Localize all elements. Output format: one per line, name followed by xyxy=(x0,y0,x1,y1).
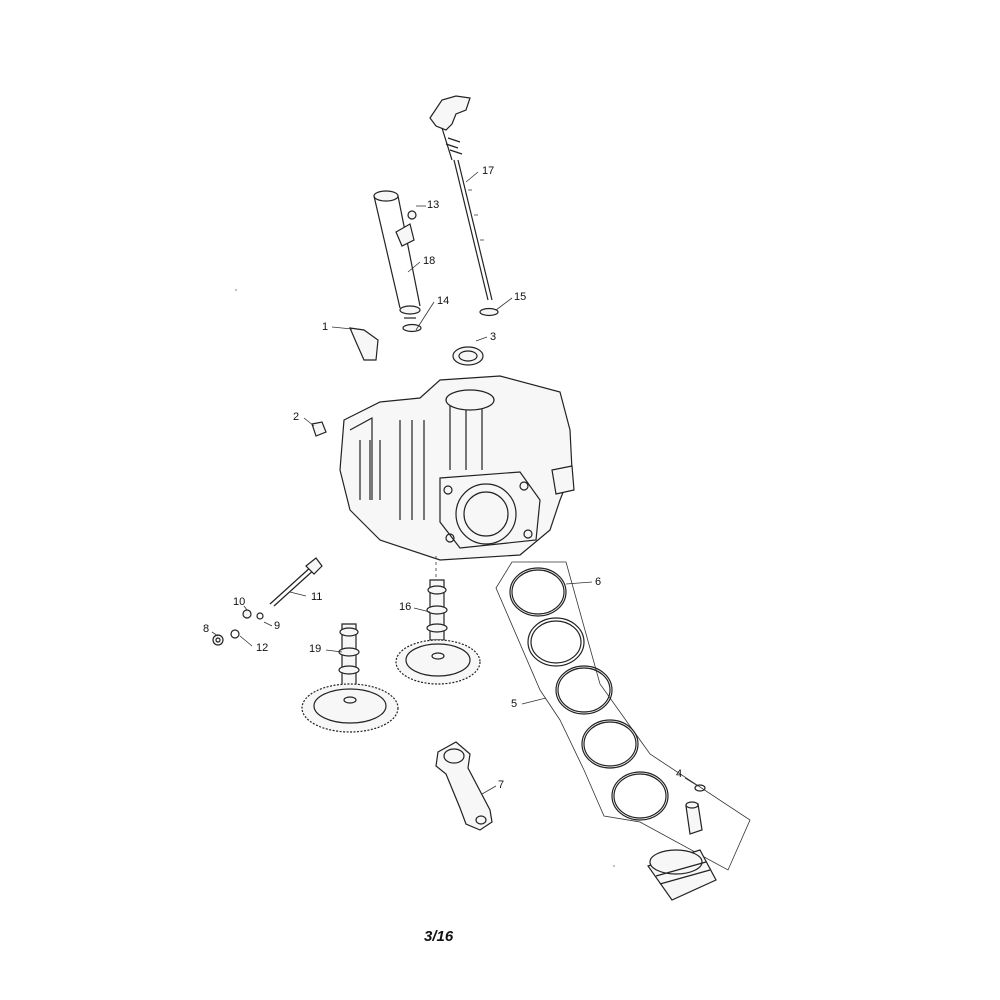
seal-3-part xyxy=(452,346,484,366)
callout-18: 18 xyxy=(423,255,436,267)
callout-12: 12 xyxy=(256,642,269,654)
callout-19: 19 xyxy=(309,643,322,655)
callout-1: 1 xyxy=(322,321,329,333)
washer-10-part xyxy=(242,609,252,619)
speck xyxy=(235,289,237,291)
callout-14: 14 xyxy=(437,295,450,307)
bracket-1-part xyxy=(349,327,379,361)
oring-15-part xyxy=(479,307,499,317)
screw-13-part xyxy=(407,210,417,220)
engine-block-part xyxy=(339,375,575,561)
callout-5: 5 xyxy=(511,698,518,710)
callout-6: 6 xyxy=(595,576,602,588)
piston-rings-6-part xyxy=(509,567,669,821)
speck xyxy=(613,865,615,867)
ring-kit-outline xyxy=(495,561,751,871)
block-2-part xyxy=(311,421,327,437)
callout-13: 13 xyxy=(427,199,440,211)
nut-8-part xyxy=(212,634,224,646)
callout-4: 4 xyxy=(676,768,683,780)
callout-16: 16 xyxy=(399,601,412,613)
callout-17: 17 xyxy=(482,165,495,177)
connecting-rod-7-part xyxy=(435,741,493,831)
camshaft-16-part xyxy=(395,579,481,685)
page-number-label: 3/16 xyxy=(424,928,454,945)
piston-pin-part xyxy=(685,801,703,835)
callout-2: 2 xyxy=(293,411,300,423)
callout-15: 15 xyxy=(514,291,527,303)
callout-10: 10 xyxy=(233,596,246,608)
callout-11: 11 xyxy=(311,591,323,603)
camshaft-19-part xyxy=(301,623,399,733)
oring-14-part xyxy=(402,323,422,333)
callout-7: 7 xyxy=(498,779,505,791)
dipstick-part xyxy=(429,95,493,301)
callout-8: 8 xyxy=(203,623,210,635)
washer-12-part xyxy=(230,629,240,639)
callout-3: 3 xyxy=(490,331,497,343)
dipstick-tube-part xyxy=(373,190,421,319)
leader-lines xyxy=(211,171,699,795)
shaft-11-part xyxy=(269,557,323,607)
washer-9-part xyxy=(256,612,264,620)
circlip-4-part xyxy=(694,784,706,792)
piston-part xyxy=(647,849,717,901)
callout-9: 9 xyxy=(274,620,281,632)
